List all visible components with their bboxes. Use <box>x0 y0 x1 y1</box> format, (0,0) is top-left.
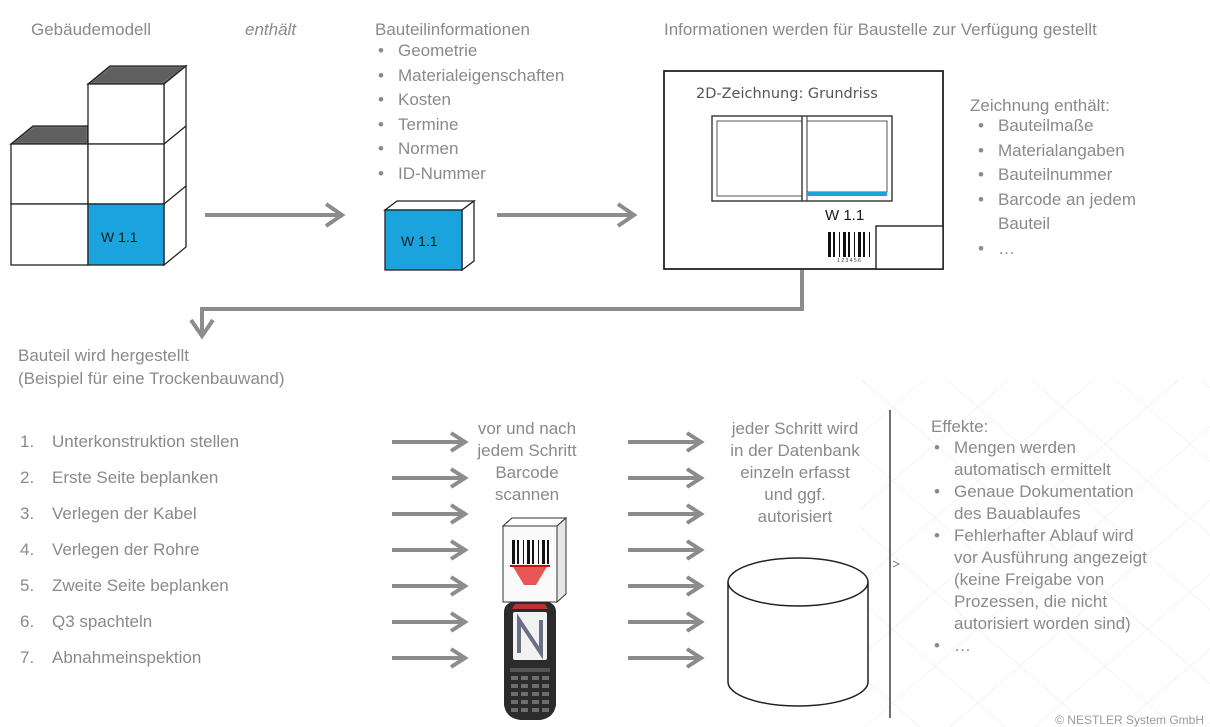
database-cylinder-icon <box>727 557 869 707</box>
component-info-list: Geometrie Materialeigenschaften Kosten T… <box>374 39 564 186</box>
row-arrow <box>628 575 705 597</box>
site-label: Informationen werden für Baustelle zur V… <box>664 20 1097 39</box>
effects-title: Effekte: <box>931 417 989 436</box>
steps-list: 1.Unterkonstruktion stellen 2.Erste Seit… <box>20 432 239 684</box>
contains-label: enthält <box>245 20 297 39</box>
row-arrow <box>628 647 705 669</box>
list-item: Bauteilmaße <box>974 114 1136 139</box>
list-item: Kosten <box>374 88 564 113</box>
barcode-bar <box>854 232 855 257</box>
arrow-model-to-component <box>205 202 346 228</box>
list-item: Bauteilnummer <box>974 163 1136 188</box>
arrow-component-to-drawing <box>497 202 638 228</box>
row-arrow <box>628 503 705 525</box>
barcode-bar <box>863 232 865 257</box>
component-wall-id: W 1.1 <box>401 233 438 249</box>
drawing-title: 2D-Zeichnung: Grundriss <box>696 86 878 102</box>
divider-marker-icon <box>892 560 900 568</box>
row-arrow <box>392 539 469 561</box>
scan-text: vor und nach jedem Schritt Barcode scann… <box>477 419 577 504</box>
list-item: 5.Zweite Seite beplanken <box>20 576 229 595</box>
barcode-number: 1 2 3 4 5 6 <box>837 258 861 264</box>
list-item: … <box>974 237 1136 262</box>
copyright: © NESTLER System GmbH <box>1055 713 1204 727</box>
barcode-bar <box>517 540 519 564</box>
list-item: 2.Erste Seite beplanken <box>20 468 219 487</box>
list-item: Materialangaben <box>974 139 1136 164</box>
barcode-bar <box>843 232 846 257</box>
row-arrow <box>392 503 469 525</box>
barcode-bar <box>542 540 545 564</box>
list-item: ID-Nummer <box>374 162 564 187</box>
model-label: Gebäudemodell <box>31 20 152 39</box>
barcode-icon <box>828 232 870 257</box>
list-item: Normen <box>374 137 564 162</box>
row-arrow <box>628 611 705 633</box>
plan-wall-w11 <box>807 192 887 196</box>
database-text: jeder Schritt wird in der Datenbank einz… <box>730 419 860 526</box>
row-arrow <box>628 467 705 489</box>
arrow-drawing-to-production <box>189 270 804 340</box>
row-arrow <box>392 647 469 669</box>
cube-stack-icon <box>9 64 188 267</box>
list-item: Geometrie <box>374 39 564 64</box>
list-item: Termine <box>374 113 564 138</box>
barcode-bar <box>547 540 549 564</box>
row-arrow <box>392 467 469 489</box>
barcode-bar <box>839 232 840 257</box>
drawing-contains-title: Zeichnung enthält: <box>970 96 1110 115</box>
row-arrow <box>392 431 469 453</box>
row-arrow <box>628 539 705 561</box>
barcode-bar <box>869 232 870 257</box>
row-arrow <box>392 575 469 597</box>
barcode-bar <box>532 540 534 564</box>
row-arrow <box>628 431 705 453</box>
list-item: Materialeigenschaften <box>374 64 564 89</box>
wall-w11-highlight <box>87 203 165 266</box>
list-item: 6.Q3 spachteln <box>20 612 153 631</box>
list-item: 7.Abnahmeinspektion <box>20 648 202 667</box>
production-subtitle: (Beispiel für eine Trockenbauwand) <box>18 369 285 388</box>
drawing-contains-list: Bauteilmaße Materialangaben Bauteilnumme… <box>974 114 1136 261</box>
list-item: 1.Unterkonstruktion stellen <box>20 432 240 451</box>
production-title: Bauteil wird hergestellt <box>18 346 190 365</box>
row-arrow <box>392 611 469 633</box>
barcode-bar <box>848 232 850 257</box>
drawing-sheet <box>663 70 944 270</box>
barcode-scanner-icon <box>501 516 568 604</box>
component-info-title: Bauteilinformationen <box>375 20 530 39</box>
barcode-bar <box>523 540 524 564</box>
barcode-bar <box>538 540 539 564</box>
barcode-bar <box>858 232 861 257</box>
drawing-wall-id: W 1.1 <box>825 207 865 224</box>
list-item: 3.Verlegen der Kabel <box>20 504 197 523</box>
model-wall-id: W 1.1 <box>101 229 138 245</box>
barcode-bar <box>527 540 530 564</box>
list-item: 4.Verlegen der Rohre <box>20 540 200 559</box>
handheld-device-icon <box>504 602 556 720</box>
barcode-bar <box>833 232 835 257</box>
barcode-bar <box>828 232 831 257</box>
barcode-bar <box>512 540 515 564</box>
list-item: … <box>930 635 1147 657</box>
component-cube-icon <box>383 199 476 272</box>
